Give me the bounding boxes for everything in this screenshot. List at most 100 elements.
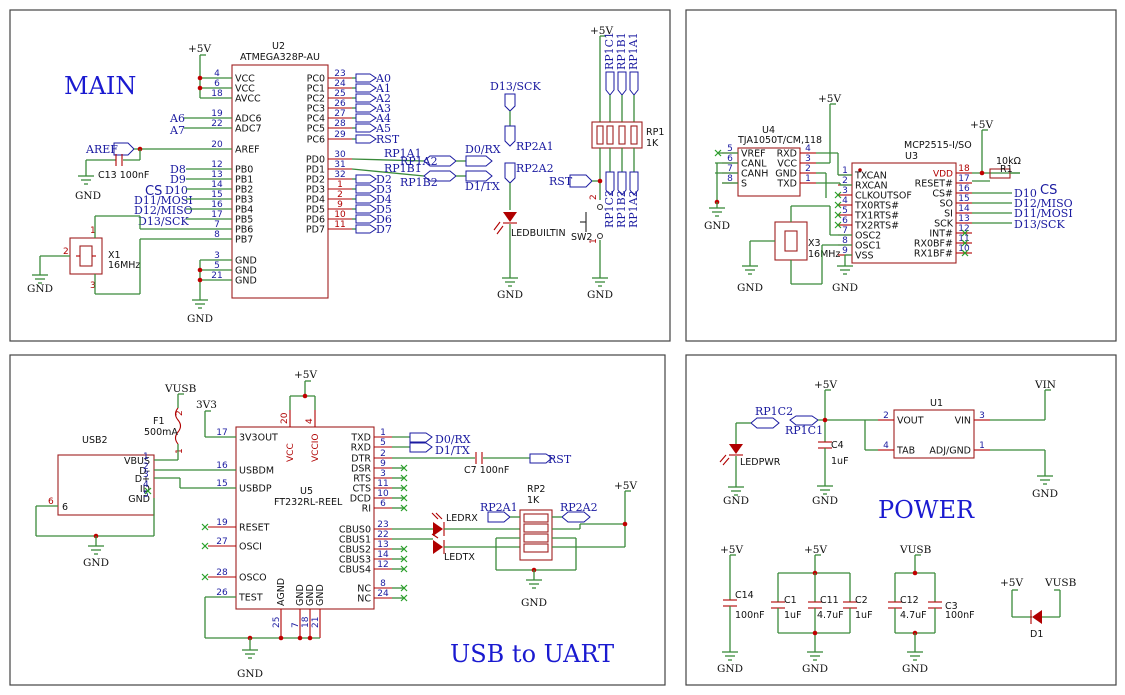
gnd-c13: GND [75,190,101,202]
usb2-pin-vbus: VBUS [124,456,150,467]
u5-pin-usbdp: USBDP [239,484,272,495]
u2-pin-gnd: GND [235,266,257,277]
f1-value: 500mA [144,427,178,438]
usb2-pin-d-: D+ [135,474,150,485]
u2-pinnum: 9 [337,200,343,210]
u5-pin-agnd: AGND [276,578,287,606]
c1-ref: C1 [784,595,797,606]
u2-pin-pb3: PB3 [235,195,253,206]
u5-pinnum: 20 [280,412,290,424]
u1-pin-vout: VOUT [897,416,924,427]
u3-pinnum: 7 [842,226,848,236]
u4-pinnum: 6 [727,154,733,164]
net-d9: D9 [170,173,186,186]
power-regulator: RP1C2 LEDPWR GND RP1C1 +5V C4 1uF GND U1… [719,379,1058,507]
u3-pinnum: 3 [842,186,848,196]
svg-text:2: 2 [175,410,185,416]
u3-pin-rx0bf-: RX0BF# [914,239,953,250]
c14-value: 100nF [735,610,765,621]
net-usb-rst: RST [548,453,572,466]
u5-pinnum: 1 [380,428,386,438]
gnd-rp2: GND [521,597,547,609]
u2-pin-pb6: PB6 [235,225,253,236]
u4-pin-canl: CANL [741,159,767,170]
c12-ref: C12 [900,595,919,606]
net-rp1c2-bot: RP1C2 [603,190,616,228]
u2-pinnum: 26 [334,99,346,109]
net-pwr-rp1c2: RP1C2 [755,405,793,418]
u2-power-net: +5V [188,43,232,99]
net-d12-miso: D12/MISO [134,204,193,217]
net-d7: D7 [376,223,392,236]
u3-pinnum: 2 [842,176,848,186]
u2-pin-pb0: PB0 [235,165,253,176]
u5-pin-dcd: DCD [350,494,371,505]
u3-pinnum: 17 [958,174,969,184]
svg-text:6: 6 [48,497,54,507]
u2-pin-pb5: PB5 [235,215,253,226]
u2-pin-pd3: PD3 [306,185,325,196]
u5-pin-gnd: GND [315,584,326,606]
vin-label: VIN [1034,379,1056,391]
u3-pin-tx2rts-: TX2RTS# [854,221,899,232]
u2-pinnum: 16 [211,200,223,210]
rp1-value: 1K [646,138,659,149]
can-5v: +5V [818,93,841,105]
u2-pinnum: 27 [334,109,345,119]
net-u3-d11: D11/MOSI [1014,207,1073,220]
c4-ref: C4 [831,440,844,451]
u2-pin-pc5: PC5 [307,124,325,135]
u2-pinnum: 29 [334,130,346,140]
u2-pin-aref: AREF [235,145,260,156]
u3-pin-so: SO [939,199,953,210]
u4-pin-txd: TXD [776,179,797,190]
svg-text:3: 3 [90,281,96,291]
c3-value: 100nF [945,610,975,621]
sw2-ref: SW2 [571,232,592,243]
u2-pin-pd2: PD2 [306,175,325,186]
u2-pinnum: 11 [334,220,345,230]
u2-pinnum: 7 [214,220,220,230]
net-d13-sck: D13/SCK [138,215,189,228]
u2-pin-gnd: GND [235,276,257,287]
u3-pinnum: 18 [958,164,970,174]
gnd-x1: GND [27,283,53,295]
usb2-pinnum: 3 [143,470,149,480]
u2-pinnum: 13 [211,170,222,180]
u4-pin-canh: CANH [741,169,768,180]
net-rp1c1-top: RP1C1 [603,32,616,70]
gnd-can-left: GND [704,220,730,232]
net-rp2a1-main: RP2A1 [516,140,554,153]
u5-pin-dtr: DTR [351,454,371,465]
net-rp2a2-main: RP2A2 [516,162,554,175]
u1-pinnum: 2 [883,411,889,421]
u3-pin-tx0rts-: TX0RTS# [854,201,899,212]
u2-atmega328p: U2 ATMEGA328P-AU VCC4VCC6AVCC18ADC619ADC… [202,41,425,299]
u5-pin-osco: OSCO [239,573,267,584]
u5-pinnum: 6 [380,499,386,509]
u2-5v-label: +5V [188,43,211,55]
u2-pinnum: 24 [334,79,346,89]
gnd-c14: GND [717,663,743,675]
usb2-shield: 6 [62,502,68,513]
u1-pinnum: 4 [883,441,889,451]
power-section-frame [685,354,1117,686]
u2-pinnum: 23 [334,69,345,79]
rp2-5v: +5V [614,480,637,492]
u2-pin-pd6: PD6 [306,215,325,226]
u3-pin-cs-: CS# [932,189,953,200]
u2-pin-vcc: VCC [235,74,255,85]
u2-pin-pd1: PD1 [306,165,325,176]
net-u3-d12: D12/MISO [1014,197,1073,210]
u3-pin-si: SI [944,209,953,220]
u3-ref: U3 [905,151,918,162]
c11-value: 4.7uF [817,610,844,621]
vusb-f1: VUSB [164,383,197,395]
gnd-usb2: GND [83,557,109,569]
u2-pinnum: 19 [211,109,223,119]
u2-pin-pc0: PC0 [307,74,325,85]
ledrx-label: LEDRX [446,513,478,524]
u3-pinnum: 12 [958,224,969,234]
